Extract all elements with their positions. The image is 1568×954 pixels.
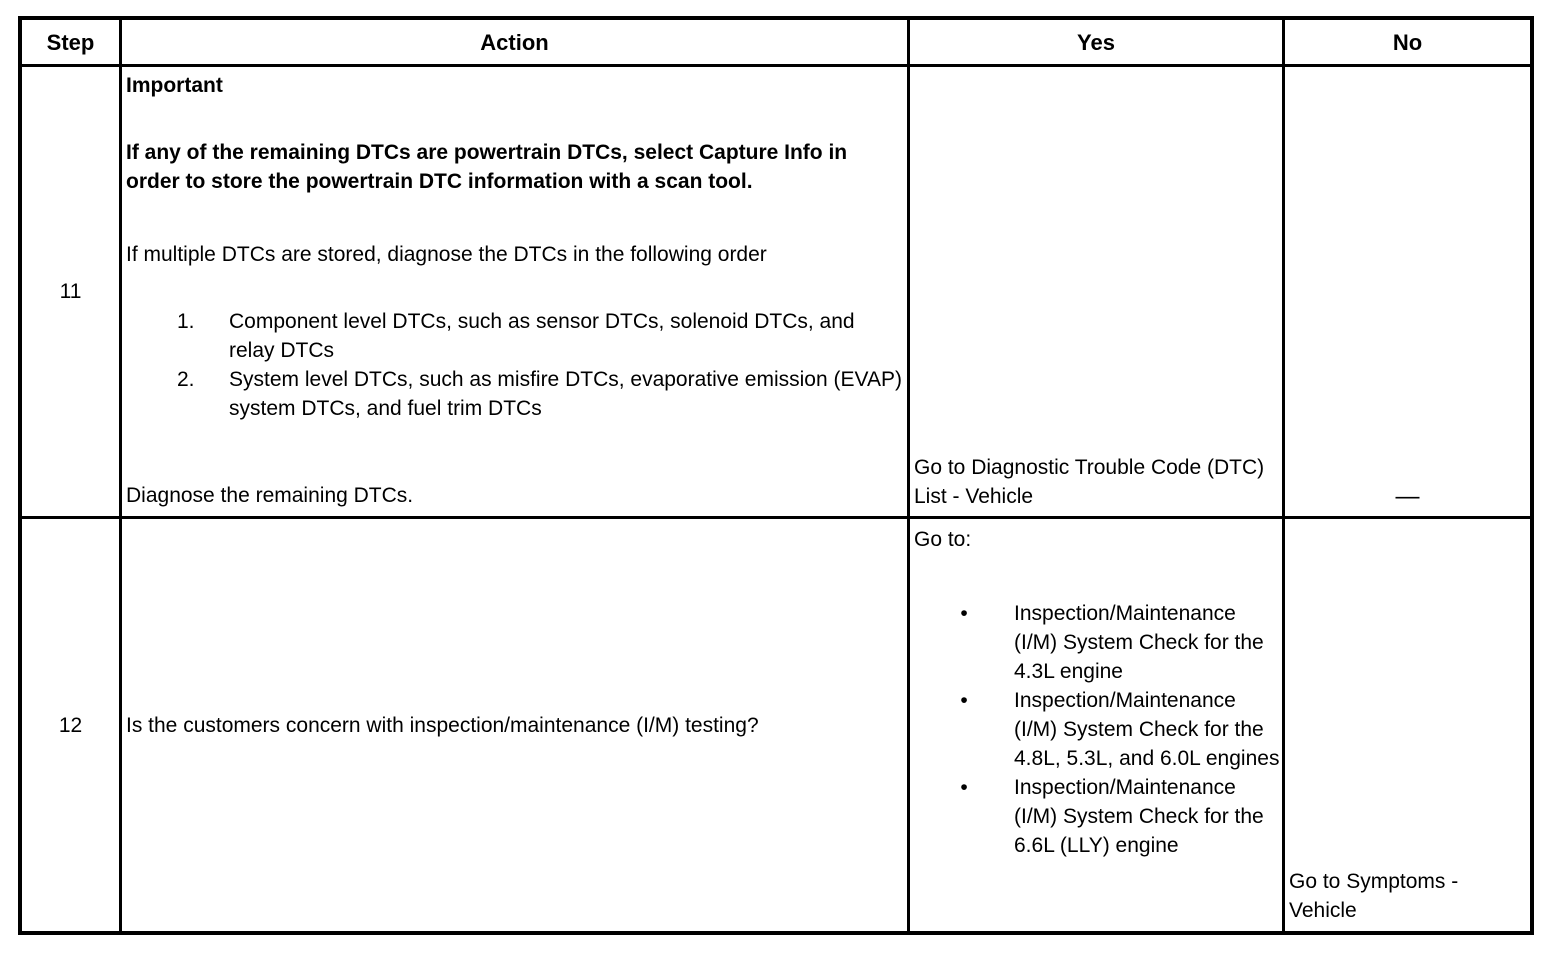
bullet-text: Inspection/Maintenance (I/M) System Chec… <box>1014 689 1280 770</box>
bullet-icon: • <box>960 776 968 799</box>
im-system-check-list: • Inspection/Maintenance (I/M) System Ch… <box>914 599 1280 860</box>
yes-goto-text: Go to Diagnostic Trouble Code (DTC) List… <box>914 456 1265 508</box>
multiple-dtcs-intro: If multiple DTCs are stored, diagnose th… <box>126 243 767 266</box>
list-item: 1. Component level DTCs, such as sensor … <box>126 307 902 365</box>
no-dash: — <box>1395 483 1420 510</box>
closing-instruction: Diagnose the remaining DTCs. <box>126 484 414 507</box>
bullet-item: • Inspection/Maintenance (I/M) System Ch… <box>914 686 1280 773</box>
list-item-text: Component level DTCs, such as sensor DTC… <box>229 310 855 362</box>
step-12-action-cell: Is the customers concern with inspection… <box>119 516 907 931</box>
bullet-icon: • <box>960 689 968 712</box>
list-item-number: 1. <box>177 310 195 333</box>
question-text: Is the customers concern with inspection… <box>126 713 759 737</box>
bullet-icon: • <box>960 602 968 625</box>
step-12-value: 12 <box>58 713 83 737</box>
step-11-number: 11 <box>22 64 119 516</box>
step-11-no-cell: — <box>1282 64 1530 516</box>
step-11-value: 11 <box>59 280 82 303</box>
step-12-number: 12 <box>22 516 119 931</box>
bullet-text: Inspection/Maintenance (I/M) System Chec… <box>1014 776 1264 857</box>
list-item: 2. System level DTCs, such as misfire DT… <box>126 365 902 423</box>
column-header-step: Step <box>46 29 95 55</box>
bullet-item: • Inspection/Maintenance (I/M) System Ch… <box>914 773 1280 860</box>
column-header-action: Action <box>119 20 907 64</box>
diagnostic-step-table: Step Action Yes No 11 Important If any o… <box>18 16 1534 935</box>
bullet-text: Inspection/Maintenance (I/M) System Chec… <box>1014 602 1264 683</box>
dtc-order-list: 1. Component level DTCs, such as sensor … <box>126 307 902 423</box>
no-goto-text: Go to Symptoms - Vehicle <box>1289 870 1459 922</box>
column-header-no: No <box>1282 20 1530 64</box>
important-label: Important <box>126 74 223 97</box>
list-item-number: 2. <box>177 368 195 391</box>
column-header-yes: Yes <box>907 20 1282 64</box>
step-12-no-cell: Go to Symptoms - Vehicle <box>1282 516 1530 931</box>
goto-label: Go to: <box>914 528 972 551</box>
step-11-action-cell: Important If any of the remaining DTCs a… <box>119 64 907 516</box>
step-12-yes-cell: Go to: • Inspection/Maintenance (I/M) Sy… <box>907 516 1282 931</box>
list-item-text: System level DTCs, such as misfire DTCs,… <box>229 368 902 420</box>
bullet-item: • Inspection/Maintenance (I/M) System Ch… <box>914 599 1280 686</box>
important-paragraph: If any of the remaining DTCs are powertr… <box>126 141 848 193</box>
step-11-yes-cell: Go to Diagnostic Trouble Code (DTC) List… <box>907 64 1282 516</box>
